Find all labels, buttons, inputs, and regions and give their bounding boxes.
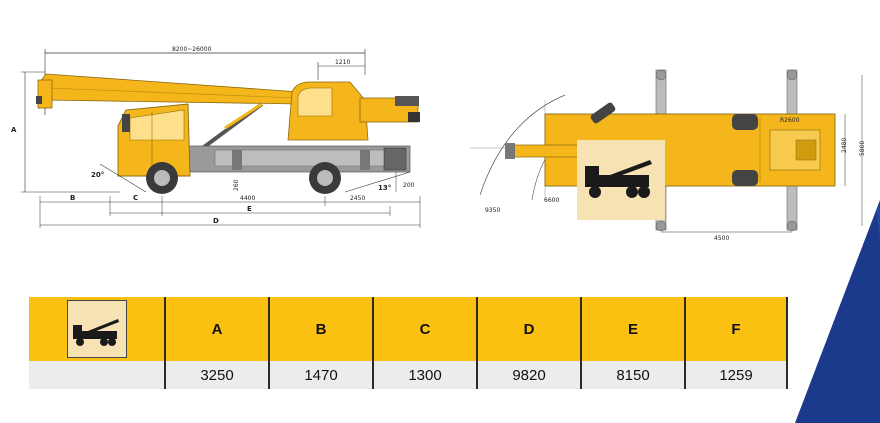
label-b: B [70, 194, 75, 202]
table-value-row: 3250 1470 1300 9820 8150 1259 [29, 361, 788, 389]
table-header-row: A B C D E F [29, 297, 788, 361]
blue-corner-shadow [876, 205, 880, 240]
top-view: 4500 2480 5800 R2600 9350 6600 [470, 69, 866, 242]
dim-5800-label: 5800 [859, 141, 866, 156]
angle-front-label: 20° [91, 171, 104, 179]
header-f: F [684, 297, 788, 361]
boom-range-label: 8200~26000 [172, 46, 212, 53]
blue-corner-accent [795, 200, 880, 423]
crane-silhouette-icon [585, 160, 652, 198]
header-a: A [164, 297, 269, 361]
dimension-table: A B C D E F 3250 1470 1300 9820 8150 125… [29, 297, 788, 389]
label-a: A [11, 126, 17, 134]
value-e: 8150 [580, 361, 685, 389]
dim-r2600-label: R2600 [780, 117, 800, 124]
dim-1210-label: 1210 [335, 59, 350, 66]
dim-260-label: 260 [233, 179, 240, 191]
header-b: B [268, 297, 373, 361]
side-view: 8200~26000 1210 A [11, 46, 421, 228]
label-c: C [133, 194, 138, 202]
dim-200-label: 200 [403, 182, 415, 189]
value-f: 1259 [684, 361, 788, 389]
dim-4400-label: 4400 [240, 195, 255, 202]
dim-9350-label: 9350 [485, 207, 500, 214]
header-d: D [476, 297, 581, 361]
table-thumbnail-cell [29, 297, 165, 361]
value-a: 3250 [164, 361, 269, 389]
value-d: 9820 [476, 361, 581, 389]
table-thumbnail [66, 300, 127, 358]
dim-2450-label: 2450 [350, 195, 365, 202]
dim-4500-label: 4500 [714, 235, 729, 242]
crane-icon [72, 319, 119, 346]
header-e: E [580, 297, 685, 361]
angle-rear-label: 13° [378, 184, 391, 192]
label-d: D [213, 217, 219, 225]
value-empty-cell [29, 361, 165, 389]
dim-2480-label: 2480 [841, 138, 848, 153]
value-b: 1470 [268, 361, 373, 389]
dim-6600-label: 6600 [544, 197, 559, 204]
value-c: 1300 [372, 361, 477, 389]
header-c: C [372, 297, 477, 361]
label-e: E [247, 205, 252, 213]
